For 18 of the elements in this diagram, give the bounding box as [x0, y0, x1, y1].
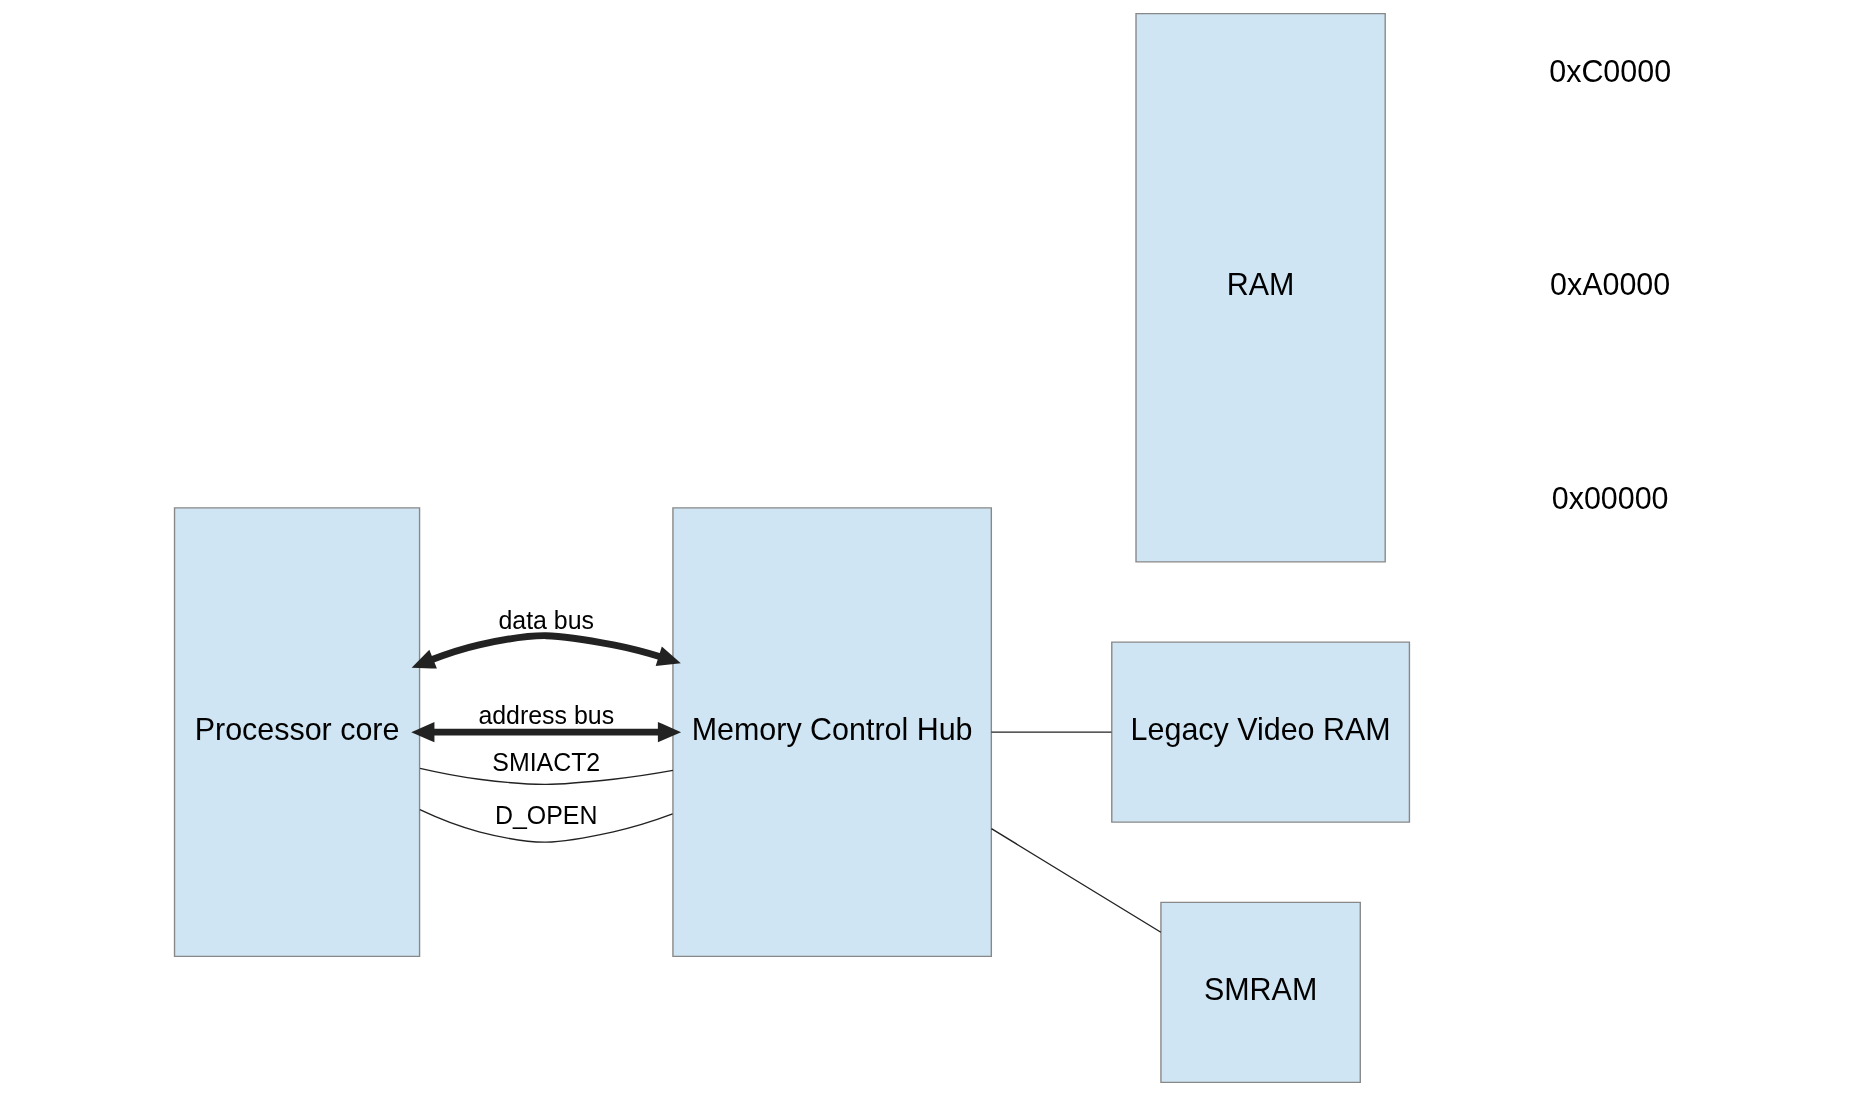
node-box: Memory Control Hub: [671, 507, 992, 958]
node-box: RAM: [1134, 12, 1386, 563]
label: 0xC0000: [1548, 54, 1671, 89]
connector: [418, 809, 673, 843]
node-box: Legacy Video RAM: [1110, 641, 1410, 823]
label: 0xA0000: [1549, 267, 1670, 302]
connector: [990, 731, 1112, 733]
connector: [418, 767, 674, 786]
node-box: SMRAM: [1159, 901, 1361, 1084]
arrow: [410, 722, 681, 743]
label: 0x00000: [1551, 480, 1669, 515]
edge-label: D_OPEN: [494, 801, 597, 830]
node-box: Processor core: [173, 507, 420, 958]
connector: [990, 827, 1162, 933]
edge-label: data bus: [497, 605, 594, 634]
edge-label: SMIACT2: [491, 748, 600, 777]
arrow: [411, 632, 681, 669]
edge-label: address bus: [477, 701, 614, 730]
